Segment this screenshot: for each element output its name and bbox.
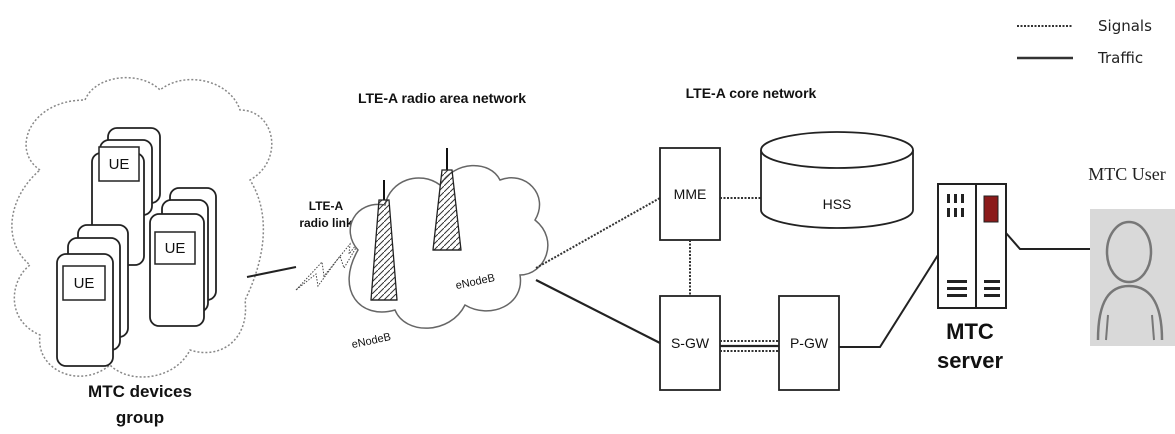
enodeb-label: eNodeB [351, 331, 392, 351]
ue-label: UE [165, 240, 186, 257]
devices-group-label-line2: group [116, 408, 164, 427]
legend: Signals Traffic [1017, 17, 1152, 67]
devices-cloud [11, 77, 273, 378]
radio-network-title: LTE-A radio area network [358, 90, 526, 106]
traffic-line-radio-sgw [535, 279, 661, 344]
sgw-label: S-GW [671, 335, 710, 351]
server-label-line1: MTC [946, 319, 994, 344]
legend-traffic-label: Traffic [1097, 49, 1143, 67]
mme-box [659, 147, 721, 241]
traffic-line-server-user [1005, 232, 1090, 250]
sgw-box [659, 295, 721, 391]
radio-link-label-line2: radio link [299, 216, 353, 230]
pgw-box [778, 295, 840, 391]
ue-screen [154, 231, 196, 265]
signal-line-radio-mme [535, 197, 661, 269]
mtc-server: MTC server [937, 183, 1007, 373]
legend-signals-label: Signals [1098, 17, 1152, 35]
traffic-line-devices [246, 266, 297, 278]
ue-screen [98, 146, 140, 182]
traffic-line-pgw-server [839, 254, 939, 348]
radio-network: LTE-A radio area network eNodeB eNodeB [348, 90, 549, 351]
user-avatar-icon [1096, 220, 1164, 341]
hss-label: HSS [823, 196, 852, 212]
devices-group-label-line1: MTC devices [88, 382, 192, 401]
enodeb-tower-icon [370, 180, 398, 301]
server-label-line2: server [937, 348, 1004, 373]
hss-database [760, 131, 914, 229]
core-network-title: LTE-A core network [686, 85, 817, 101]
ue-label: UE [74, 275, 95, 292]
core-network: LTE-A core network MME HSS S-GW P-GW [659, 85, 914, 391]
radio-link-label-line1: LTE-A [309, 199, 344, 213]
enodeb-tower-icon [432, 148, 462, 251]
server-led-panel [983, 195, 999, 223]
ue-screen [62, 265, 106, 301]
mtc-user-label: MTC User [1088, 164, 1166, 184]
devices-group: UE UE UE MTC devices group [11, 77, 273, 427]
mtc-user: MTC User [1088, 164, 1175, 346]
mme-label: MME [674, 186, 707, 202]
ue-label: UE [109, 156, 130, 173]
ue-device [149, 213, 205, 327]
pgw-label: P-GW [790, 335, 829, 351]
